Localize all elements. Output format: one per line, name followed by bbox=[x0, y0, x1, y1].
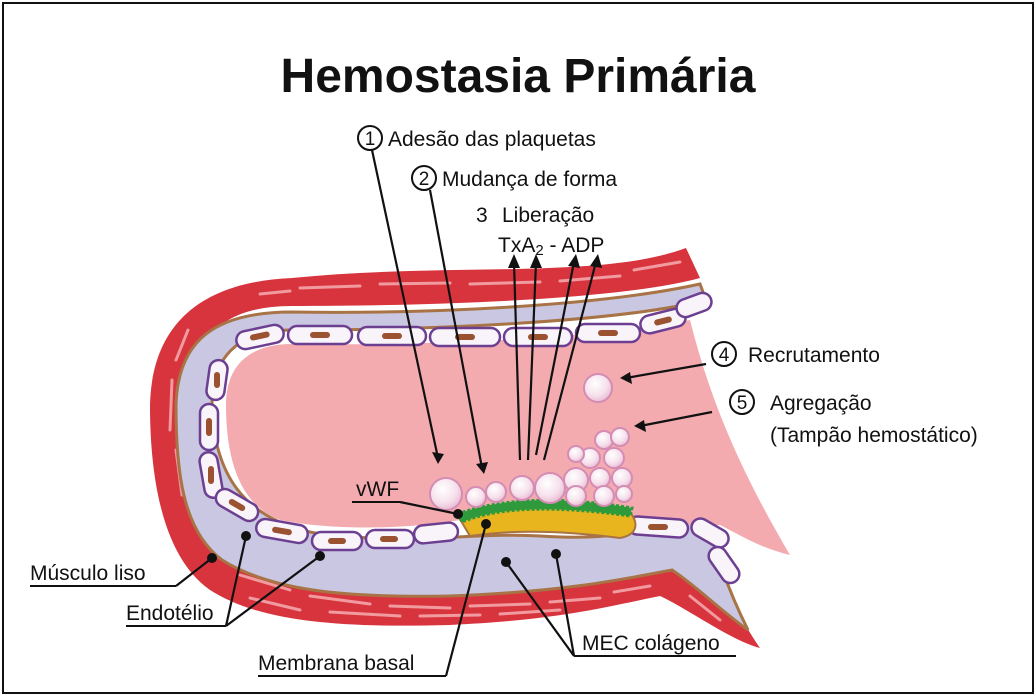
diagram-title: Hemostasia Primária bbox=[281, 50, 756, 103]
step-2-label: Mudança de forma bbox=[442, 168, 617, 191]
step-3-mediators: TxA2 - ADP bbox=[498, 234, 604, 259]
step-1: 1 Adesão das plaquetas bbox=[358, 126, 596, 151]
smooth-muscle-label: Músculo liso bbox=[30, 562, 146, 585]
ecm-collagen-label: MEC colágeno bbox=[582, 632, 720, 655]
step-4-label: Recrutamento bbox=[748, 344, 880, 367]
step-2: 2 Mudança de forma bbox=[412, 166, 617, 191]
step-5-sublabel: (Tampão hemostático) bbox=[770, 424, 978, 447]
step-3-label: Liberação bbox=[502, 204, 594, 227]
endothelium-label: Endotélio bbox=[126, 602, 214, 625]
step-4-number: 4 bbox=[719, 345, 730, 366]
step-1-number: 1 bbox=[365, 129, 376, 150]
step-2-number: 2 bbox=[419, 169, 430, 190]
step-5-number: 5 bbox=[737, 393, 748, 414]
basal-membrane-label: Membrana basal bbox=[258, 652, 414, 675]
vwf-label: vWF bbox=[356, 478, 399, 501]
step-3-number: 3 bbox=[476, 204, 488, 227]
step-5-label: Agregação bbox=[770, 392, 872, 415]
step-1-label: Adesão das plaquetas bbox=[388, 128, 596, 151]
